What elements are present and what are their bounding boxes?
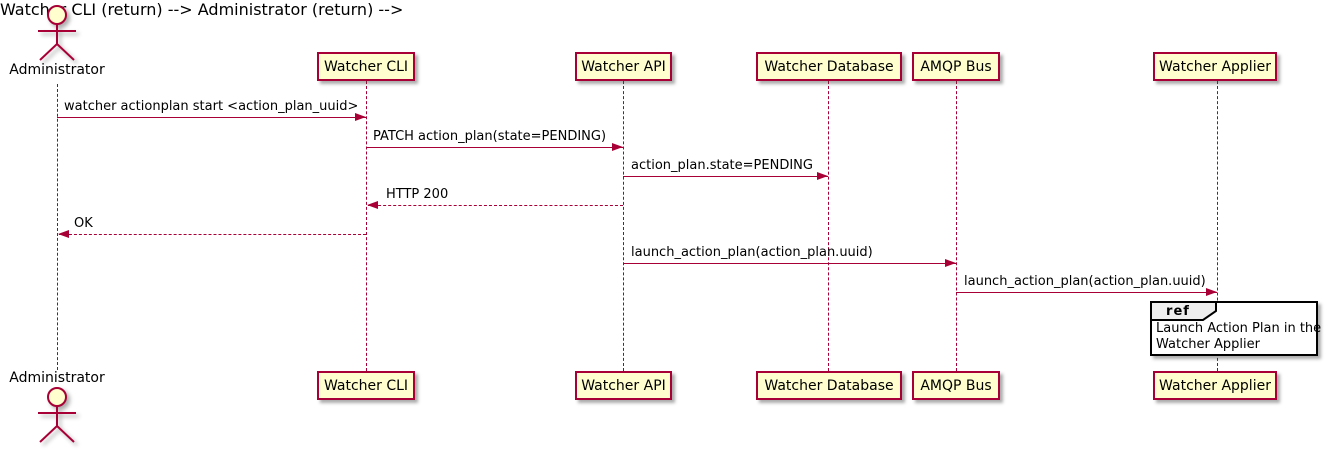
participant-watcher-api-bottom: Watcher API [575,371,672,400]
participant-watcher-cli-top: Watcher CLI [317,52,415,81]
message-4-line [368,205,623,206]
ref-fragment: ref Launch Action Plan in the Watcher Ap… [1150,301,1322,356]
actor-administrator-top: Administrator [0,4,114,78]
lifeline-watcher-applier [1217,81,1218,371]
message-5-arrowhead-icon [58,230,69,238]
participant-watcher-applier-bottom: Watcher Applier [1153,371,1277,400]
actor-icon [38,5,76,61]
participant-amqp-bus-top: AMQP Bus [912,52,1000,81]
message-3-line [623,176,828,177]
message-7-line [956,292,1217,293]
message-1-label: watcher actionplan start <action_plan_uu… [64,99,359,114]
participant-watcher-applier-top: Watcher Applier [1153,52,1277,81]
message-3-arrowhead-icon [817,172,828,180]
participant-watcher-cli-bottom: Watcher CLI [317,371,415,400]
message-2-arrowhead-icon [612,143,623,151]
lifeline-watcher-cli [366,81,367,371]
message-1-arrowhead-icon [355,113,366,121]
actor-label: Administrator [9,62,105,78]
ref-text-line2: Watcher Applier [1156,337,1260,352]
actor-label: Administrator [9,370,105,386]
lifeline-amqp-bus [956,81,957,371]
participant-watcher-database-top: Watcher Database [756,52,902,81]
message-7-label: launch_action_plan(action_plan.uuid) [964,274,1206,289]
message-1-line [57,117,366,118]
message-7-arrowhead-icon [1206,288,1217,296]
actor-icon [38,387,76,443]
message-5-label: OK [74,216,93,231]
actor-administrator-bottom: Administrator [0,370,114,444]
message-6-line [623,263,956,264]
participant-amqp-bus-bottom: AMQP Bus [912,371,1000,400]
participant-watcher-api-top: Watcher API [575,52,672,81]
message-4-label: HTTP 200 [386,187,449,202]
message-5-line [59,234,366,235]
message-6-arrowhead-icon [945,259,956,267]
message-2-label: PATCH action_plan(state=PENDING) [373,129,607,144]
message-4-arrowhead-icon [367,201,378,209]
lifeline-watcher-database [828,81,829,371]
lifeline-watcher-api [623,81,624,371]
ref-keyword: ref [1166,304,1190,319]
ref-text: Launch Action Plan in the Watcher Applie… [1152,320,1322,354]
message-2-line [366,147,623,148]
lifeline-administrator [57,84,58,370]
message-3-label: action_plan.state=PENDING [631,158,813,173]
ref-tab-icon [1150,301,1217,321]
message-6-label: launch_action_plan(action_plan.uuid) [631,245,873,260]
ref-text-line1: Launch Action Plan in the [1156,321,1322,336]
participant-watcher-database-bottom: Watcher Database [756,371,902,400]
